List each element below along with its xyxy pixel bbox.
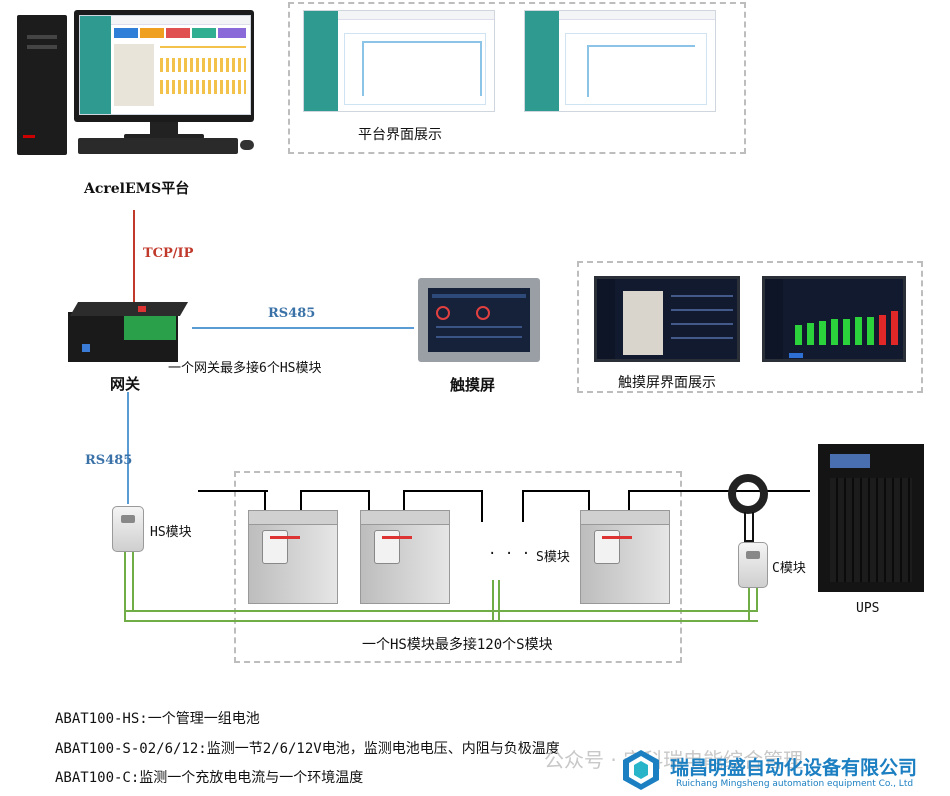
touch-screenshot-2 [762, 276, 906, 362]
touch-screenshot-1 [594, 276, 740, 362]
power-cable [522, 490, 590, 492]
signal-bus [124, 548, 126, 622]
power-cable [481, 490, 483, 522]
hs-module-label: HS模块 [150, 525, 192, 540]
power-cable [368, 490, 370, 512]
battery-icon [360, 510, 450, 604]
power-cable [628, 490, 810, 492]
rs485-gateway-touch-link [192, 327, 414, 329]
power-cable [403, 490, 405, 512]
platform-display-box [288, 2, 746, 154]
rs485-gateway-hs-link [127, 392, 129, 504]
legend-hs: ABAT100-HS:一个管理一组电池 [55, 711, 260, 727]
signal-bus [124, 620, 758, 622]
company-logo-icon [620, 748, 662, 792]
platform-name: AcrelEMS平台 [84, 181, 190, 197]
rs485-label-top: RS485 [268, 306, 316, 321]
battery-icon [580, 510, 670, 604]
gateway-icon [68, 302, 189, 364]
company-name-cn: 瑞昌明盛自动化设备有限公司 [670, 757, 918, 779]
battery-group-note: 一个HS模块最多接120个S模块 [362, 637, 553, 653]
s-module-label: S模块 [536, 550, 570, 565]
wechat-watermark: 公众号 · 安科瑞电能综合管理 [544, 748, 804, 772]
power-cable [264, 490, 266, 512]
battery-group-box [234, 471, 682, 663]
signal-bus [498, 580, 500, 622]
platform-display-caption: 平台界面展示 [358, 127, 442, 143]
battery-ellipsis: · · · [488, 546, 531, 562]
power-cable [628, 490, 630, 512]
c-module-icon [738, 542, 768, 588]
signal-bus [124, 610, 758, 612]
signal-bus [756, 586, 758, 612]
company-name-en: Ruichang Mingsheng automation equipment … [676, 779, 914, 789]
battery-icon [248, 510, 338, 604]
c-module-label: C模块 [772, 561, 806, 576]
gateway-note: 一个网关最多接6个HS模块 [168, 361, 322, 376]
power-cable [588, 490, 590, 512]
signal-bus [132, 548, 134, 612]
platform-screenshot-1 [303, 10, 495, 112]
power-cable [198, 490, 268, 492]
computer-icon [12, 10, 262, 170]
signal-bus [492, 580, 494, 622]
power-cable [522, 490, 524, 522]
touch-display-box [577, 261, 923, 393]
ups-label: UPS [856, 601, 880, 616]
gateway-name: 网关 [110, 375, 141, 393]
legend-s: ABAT100-S-02/6/12:监测一节2/6/12V电池，监测电池电压、内… [55, 741, 560, 757]
sensor-lead [744, 512, 754, 542]
tcpip-link [133, 210, 135, 302]
tcpip-label: TCP/IP [143, 246, 194, 261]
platform-screenshot-2 [524, 10, 716, 112]
rs485-label-bottom: RS485 [85, 453, 133, 468]
touchscreen-icon [418, 278, 540, 362]
ups-icon [818, 444, 924, 592]
current-sensor-icon [728, 474, 768, 514]
signal-bus [748, 586, 750, 622]
power-cable [403, 490, 483, 492]
touch-display-caption: 触摸屏界面展示 [618, 375, 716, 391]
power-cable [300, 490, 370, 492]
hs-module-icon [112, 506, 144, 552]
power-cable [300, 490, 302, 512]
legend-c: ABAT100-C:监测一个充放电电流与一个环境温度 [55, 770, 364, 786]
touchscreen-name: 触摸屏 [450, 376, 496, 394]
